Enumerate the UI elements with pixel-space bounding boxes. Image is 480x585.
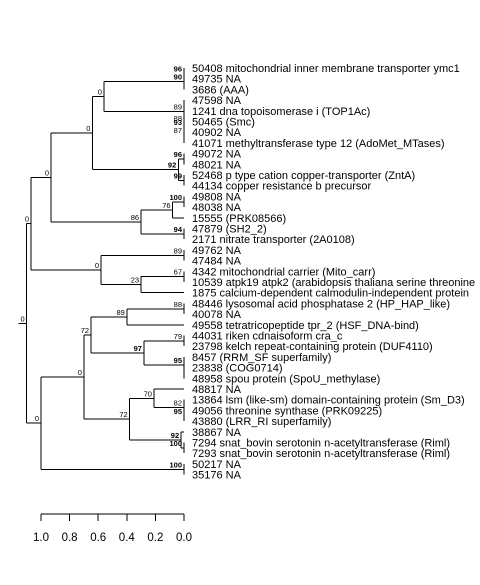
leaf-label: 49072 NA xyxy=(192,149,242,161)
support-value: 88 xyxy=(174,114,182,123)
support-values: 9690938788890969992010076948608967230088… xyxy=(21,64,183,469)
leaf-label: 44134 copper resistance b precursor xyxy=(192,181,371,193)
support-value: 89 xyxy=(174,246,182,255)
support-value: 100 xyxy=(169,439,182,448)
support-value: 88 xyxy=(174,300,182,309)
leaf-label: 15555 (PRK08566) xyxy=(192,213,286,225)
support-value: 0 xyxy=(45,168,49,177)
leaf-label: 47879 (SH2_2) xyxy=(192,224,267,236)
support-value: 70 xyxy=(144,389,152,398)
support-value: 0 xyxy=(78,368,82,377)
support-value: 100 xyxy=(169,460,182,469)
support-value: 93 xyxy=(174,118,182,127)
support-value: 76 xyxy=(162,201,170,210)
leaf-label: 13864 lsm (like-sm) domain-containing pr… xyxy=(192,395,465,407)
axis-tick-label: 0.8 xyxy=(62,532,78,544)
support-value: 23 xyxy=(131,276,139,285)
leaf-label: 38867 NA xyxy=(192,427,242,439)
support-value: 79 xyxy=(174,332,182,341)
leaf-label: 49056 threonine synthase (PRK09225) xyxy=(192,405,382,417)
leaf-label: 48446 lysosomal acid phosphatase 2 (HP_H… xyxy=(192,298,450,310)
support-value: 0 xyxy=(35,414,39,423)
support-value: 72 xyxy=(119,410,127,419)
support-value: 95 xyxy=(174,356,182,365)
support-value: 82 xyxy=(174,399,182,408)
support-value: 0 xyxy=(21,314,25,323)
leaf-label: 50465 (Smc) xyxy=(192,117,255,129)
leaf-labels: 50408 mitochondrial inner membrane trans… xyxy=(192,63,475,482)
leaf-label: 2171 nitrate transporter (2A0108) xyxy=(192,234,355,246)
leaf-label: 47598 NA xyxy=(192,95,242,107)
support-value: 92 xyxy=(168,161,176,170)
leaf-label: 10539 atpk19 atpk2 (arabidopsis thaliana… xyxy=(192,277,475,289)
leaf-label: 23838 (COG0714) xyxy=(192,363,283,375)
support-value: 99 xyxy=(174,171,182,180)
support-value: 67 xyxy=(174,268,182,277)
leaf-label: 7294 snat_bovin serotonin n-acetyltransf… xyxy=(192,438,450,450)
leaf-label: 40902 NA xyxy=(192,127,242,139)
leaf-label: 35176 NA xyxy=(192,470,242,482)
support-value: 96 xyxy=(174,64,182,73)
support-value: 0 xyxy=(86,124,90,133)
leaf-label: 48958 spou protein (SpoU_methylase) xyxy=(192,373,380,385)
leaf-label: 7293 snat_bovin serotonin n-acetyltransf… xyxy=(192,448,450,460)
leaf-label: 4342 mitochondrial carrier (Mito_carr) xyxy=(192,266,375,278)
support-value: 0 xyxy=(25,215,29,224)
support-value: 87 xyxy=(174,126,182,135)
leaf-label: 44031 riken cdnaisoform cra_c xyxy=(192,331,343,343)
leaf-label: 48021 NA xyxy=(192,159,242,171)
tree-branches xyxy=(18,68,185,475)
axis-tick-label: 0.6 xyxy=(90,532,106,544)
leaf-label: 49558 tetratricopeptide tpr_2 (HSF_DNA-b… xyxy=(192,320,419,332)
axis-tick-label: 1.0 xyxy=(33,532,49,544)
support-value: 0 xyxy=(95,261,99,270)
support-value: 89 xyxy=(174,102,182,111)
leaf-label: 48038 NA xyxy=(192,202,242,214)
axis-tick-label: 0.0 xyxy=(176,532,192,544)
leaf-label: 50217 NA xyxy=(192,459,242,471)
leaf-label: 49808 NA xyxy=(192,191,242,203)
leaf-label: 43880 (LRR_RI superfamily) xyxy=(192,416,331,428)
support-value: 72 xyxy=(81,326,89,335)
support-value: 0 xyxy=(98,87,102,96)
support-value: 94 xyxy=(174,225,183,234)
leaf-label: 50408 mitochondrial inner membrane trans… xyxy=(192,63,460,75)
leaf-label: 40078 NA xyxy=(192,309,242,321)
leaf-label: 1241 dna topoisomerase i (TOP1Ac) xyxy=(192,106,370,118)
leaf-label: 52468 p type cation copper-transporter (… xyxy=(192,170,415,182)
support-value: 96 xyxy=(174,150,182,159)
support-value: 95 xyxy=(174,407,182,416)
leaf-label: 48817 NA xyxy=(192,384,242,396)
height-axis: 1.0 0.8 0.6 0.4 0.2 0.0 xyxy=(33,513,192,544)
support-value: 92 xyxy=(171,431,179,440)
axis-tick-label: 0.4 xyxy=(119,532,136,544)
leaf-label: 49735 NA xyxy=(192,74,242,86)
leaf-label: 49762 NA xyxy=(192,245,242,257)
axis-tick-label: 0.2 xyxy=(147,532,163,544)
support-value: 97 xyxy=(134,344,142,353)
support-value: 89 xyxy=(116,308,124,317)
leaf-label: 47484 NA xyxy=(192,256,242,268)
leaf-label: 3686 (AAA) xyxy=(192,84,249,96)
support-value: 100 xyxy=(169,193,182,202)
support-value: 86 xyxy=(131,213,139,222)
support-value: 90 xyxy=(174,72,182,81)
leaf-label: 23798 kelch repeat-containing protein (D… xyxy=(192,341,433,353)
leaf-label: 1875 calcium-dependent calmodulin-indepe… xyxy=(192,288,469,300)
leaf-label: 8457 (RRM_SF superfamily) xyxy=(192,352,331,364)
leaf-label: 41071 methyltransferase type 12 (AdoMet_… xyxy=(192,138,445,150)
